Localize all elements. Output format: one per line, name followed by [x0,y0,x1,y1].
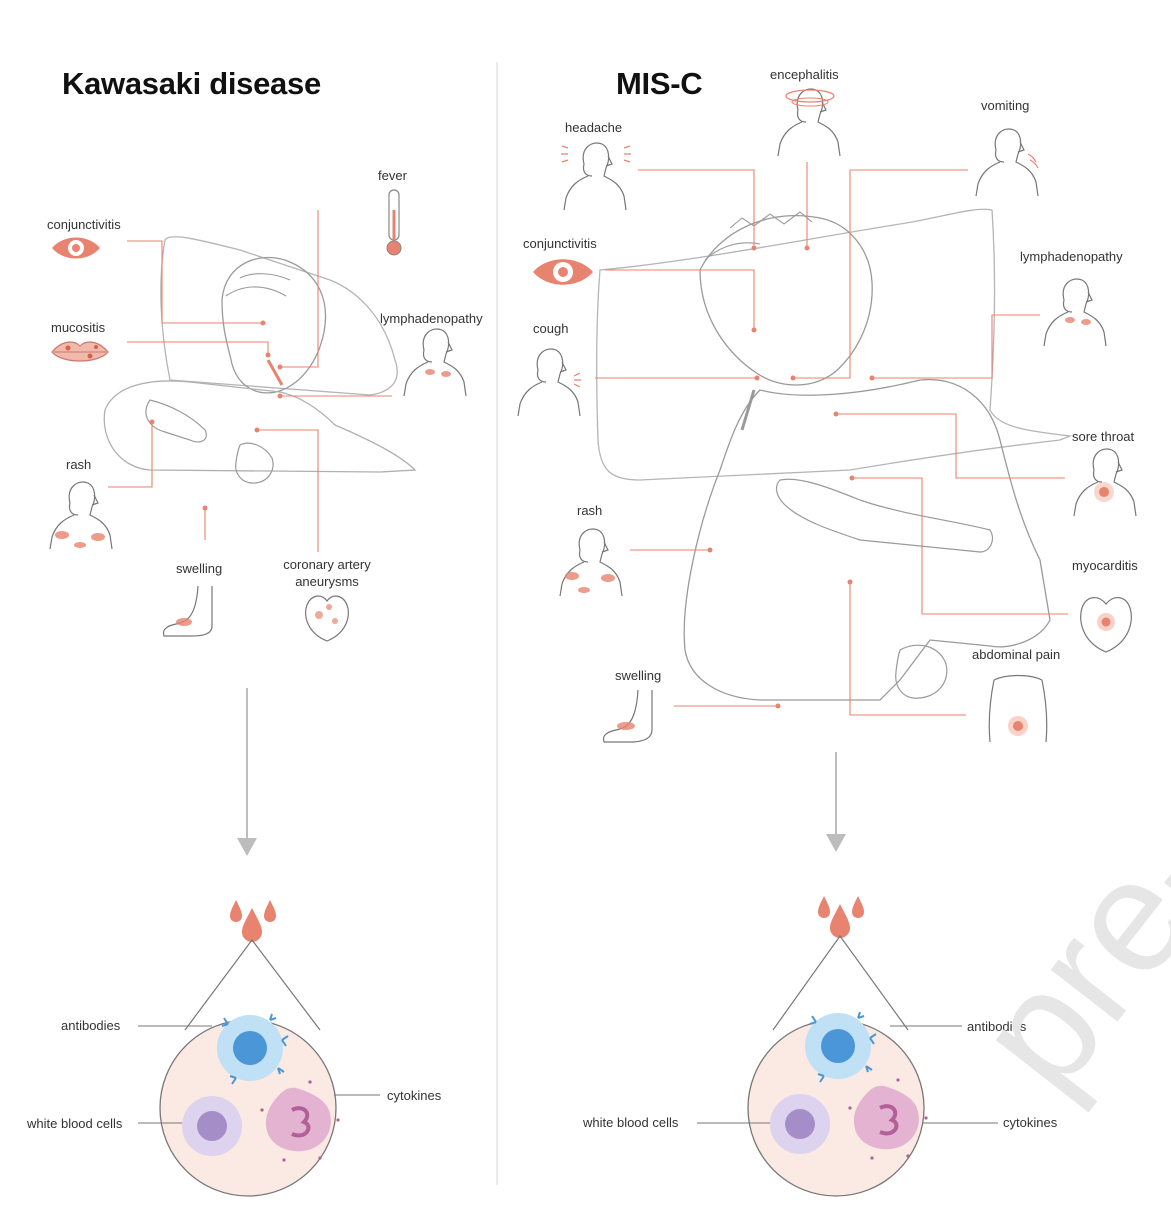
misc-connector-dots [707,245,875,709]
kd-eye-icon [52,237,100,259]
kd-label-lymphadenopathy: lymphadenopathy [380,311,483,326]
kd-hand [235,442,274,484]
kd-child-hair [225,273,291,297]
kd-label-cytokines: cytokines [387,1088,442,1103]
kd-zoom-lines [184,938,321,1031]
kd-label-mucositis: mucositis [51,320,106,335]
misc-label-headache: headache [565,120,623,135]
kd-child-head [221,256,327,394]
misc-arm [775,478,993,553]
misc-heart-icon [1080,597,1132,653]
kd-blood-drops-icon [230,900,276,942]
misc-label-cytokines: cytokines [1003,1115,1058,1130]
misc-eye-icon [533,259,593,285]
kd-mouth-thermometer [266,359,284,386]
misc-pillow [596,208,1073,481]
misc-body [683,378,1051,701]
misc-connectors [595,162,1068,716]
kd-antibody-cell [217,1013,289,1085]
misc-cytokine-cell [848,1078,928,1160]
misc-head [699,214,873,386]
kd-label-coronary-2: aneurysms [295,574,359,589]
misc-zoom-lines [772,934,909,1031]
kd-rash-icon [49,481,113,550]
kd-connector-dots [149,320,283,511]
kd-arm [145,399,207,443]
kd-legend-lines [138,1025,380,1124]
kd-label-rash: rash [66,457,92,472]
kd-foot-icon [162,585,213,637]
misc-vomiting-icon [975,128,1039,197]
misc-label-sore-throat: sore throat [1072,429,1135,444]
kd-lips-icon [51,341,109,362]
misc-blood-drops-icon [818,896,864,938]
misc-foot-icon [602,689,653,743]
misc-lymphadenopathy-icon [1043,278,1107,347]
kd-label-antibodies: antibodies [61,1018,121,1033]
kd-lymphadenopathy-icon [403,328,467,397]
misc-sore-throat-icon [1073,448,1137,517]
kd-label-conjunctivitis: conjunctivitis [47,217,121,232]
kd-label-white-blood-cells: white blood cells [27,1116,123,1131]
misc-label-abdominal-pain: abdominal pain [972,647,1061,662]
misc-hair [704,211,813,261]
misc-legend-lines [697,1025,998,1124]
misc-label-vomiting: vomiting [981,98,1030,113]
kd-label-fever: fever [378,168,407,183]
misc-label-conjunctivitis: conjunctivitis [523,236,597,251]
kd-title: Kawasaki disease [62,66,321,101]
misc-hand [895,644,948,699]
misc-encephalitis-icon [777,88,841,157]
misc-arrow-head [826,834,846,852]
misc-label-myocarditis: myocarditis [1072,558,1138,573]
kd-heart-icon [305,595,349,642]
misc-mouth-thermometer [740,389,756,431]
misc-rash-icon [559,528,623,597]
misc-label-white-blood-cells: white blood cells [583,1115,679,1130]
kd-white-blood-cell [182,1096,242,1156]
misc-label-cough: cough [533,321,569,336]
misc-abdomen-icon [988,674,1048,743]
misc-white-blood-cell [770,1094,830,1154]
misc-label-rash: rash [577,503,603,518]
misc-label-antibodies: antibodies [967,1019,1027,1034]
misc-headache-icon [561,142,631,211]
kd-label-swelling: swelling [176,561,223,576]
misc-cough-icon [517,348,581,417]
kd-label-coronary-1: coronary artery [283,557,371,572]
kd-connectors [108,210,392,552]
kd-blanket [103,380,417,473]
misc-title: MIS-C [616,66,703,101]
kd-pillow [160,236,398,396]
misc-antibody-cell [805,1011,877,1083]
kd-cytokine-cell [260,1080,340,1162]
kd-arrow-head [237,838,257,856]
misc-label-swelling: swelling [615,668,662,683]
misc-label-lymphadenopathy: lymphadenopathy [1020,249,1123,264]
misc-label-encephalitis: encephalitis [770,67,839,82]
kd-thermometer-icon [386,189,402,256]
